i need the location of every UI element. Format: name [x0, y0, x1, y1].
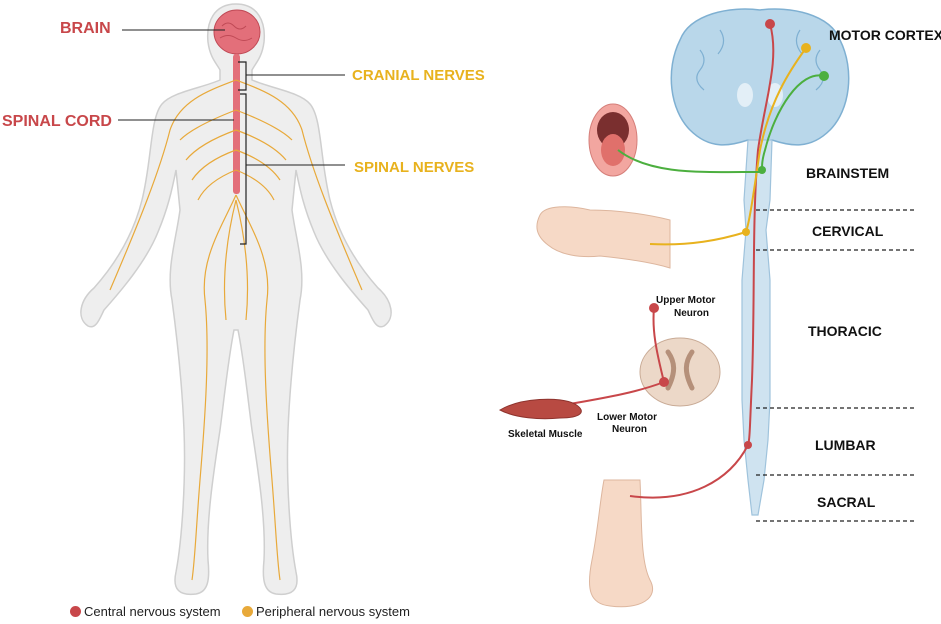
legend-central: Central nervous system: [70, 604, 221, 619]
legend-peripheral-dot: [242, 606, 253, 617]
body-silhouette: [80, 3, 392, 596]
label-motor-cortex: MOTOR CORTEX: [829, 27, 941, 43]
motor-cortex-green-node: [819, 71, 829, 81]
mouth-illustration: [588, 103, 638, 177]
cervical-nerve-path: [649, 231, 747, 246]
skeletal-muscle-illustration: [498, 398, 582, 420]
spinal-bracket: [240, 93, 247, 245]
label-upper-motor-neuron-2: Neuron: [674, 308, 709, 319]
brain-shape: [213, 9, 261, 55]
label-lower-motor-neuron-1: Lower Motor: [597, 412, 657, 423]
legend-peripheral-label: Peripheral nervous system: [256, 604, 410, 619]
label-upper-motor-neuron-1: Upper Motor: [656, 295, 716, 306]
pathway-green: [761, 74, 825, 171]
label-lumbar: LUMBAR: [815, 437, 876, 453]
peripheral-nerves: [109, 79, 363, 581]
label-cranial-nerves: CRANIAL NERVES: [352, 67, 485, 84]
label-lower-motor-neuron-2: Neuron: [612, 424, 647, 435]
motor-cortex-red-node: [765, 19, 775, 29]
label-skeletal-muscle: Skeletal Muscle: [508, 429, 583, 440]
label-cervical: CERVICAL: [812, 223, 884, 239]
foot-illustration: [589, 479, 653, 608]
fist-illustration: [536, 206, 671, 269]
upper-motor-neuron-node: [649, 303, 659, 313]
spinal-column: [741, 139, 773, 516]
label-brain: BRAIN: [60, 20, 111, 37]
pathway-yellow: [745, 47, 807, 233]
label-brainstem: BRAINSTEM: [806, 165, 889, 181]
spinal-cross-section: [639, 337, 721, 407]
label-spinal-cord: SPINAL CORD: [2, 113, 112, 130]
legend-central-dot: [70, 606, 81, 617]
label-spinal-nerves: SPINAL NERVES: [354, 159, 474, 176]
upper-motor-neuron-path: [652, 307, 665, 383]
label-sacral: SACRAL: [817, 494, 876, 510]
legend-central-label: Central nervous system: [84, 604, 221, 619]
human-body-figure: [80, 3, 392, 596]
cranial-bracket: [238, 61, 247, 91]
pathway-red: [747, 23, 775, 446]
cranial-nerve-path: [617, 149, 761, 174]
legend-peripheral: Peripheral nervous system: [242, 604, 410, 619]
spinal-cord-shape: [233, 54, 240, 194]
label-thoracic: THORACIC: [808, 323, 882, 339]
lumbar-nerve-path: [629, 444, 749, 499]
motor-cortex-yellow-node: [801, 43, 811, 53]
